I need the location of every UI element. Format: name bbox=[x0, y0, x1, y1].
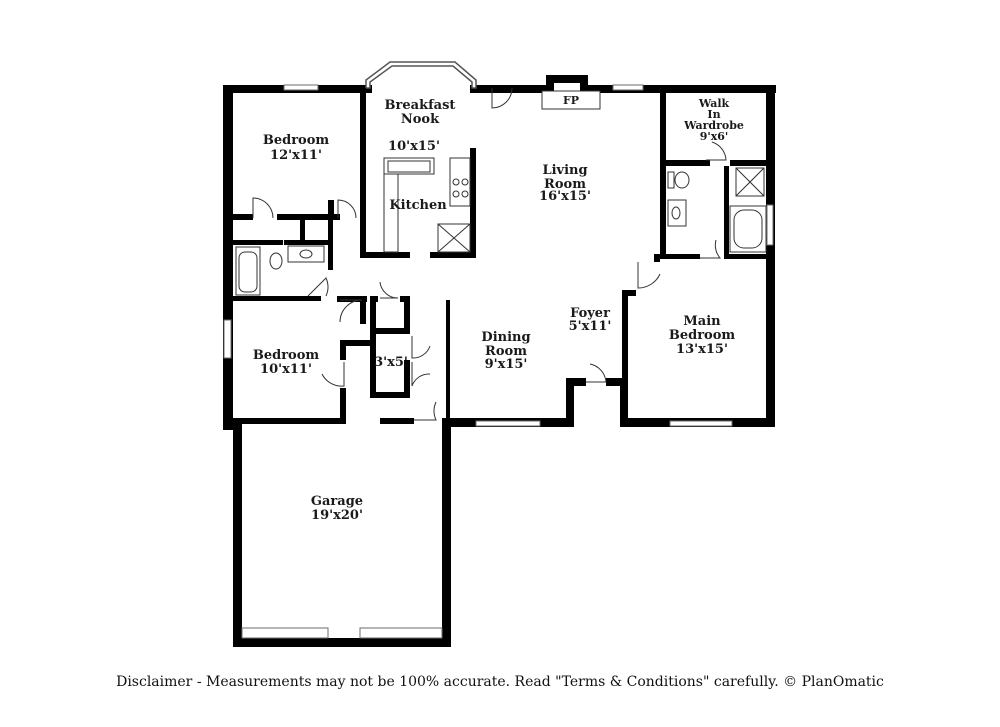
bedroom-lower-name: Bedroom bbox=[253, 348, 320, 363]
interior-walls bbox=[223, 61, 770, 424]
dining-room-name-2: Room bbox=[485, 344, 527, 359]
dining-room-name-1: Dining bbox=[481, 330, 530, 345]
bedroom-top-size: 12'x11' bbox=[270, 148, 322, 163]
main-bedroom-size: 13'x15' bbox=[676, 342, 728, 357]
foyer-size: 5'x11' bbox=[569, 319, 612, 334]
fireplace bbox=[541, 90, 601, 110]
garage-name: Garage bbox=[311, 494, 363, 509]
wardrobe-line-2: In bbox=[707, 108, 720, 121]
main-bedroom-name-2: Bedroom bbox=[669, 328, 736, 343]
room-labels: Bedroom 12'x11' Breakfast Nook 10'x15' K… bbox=[253, 94, 744, 523]
main-bedroom-name-1: Main bbox=[683, 314, 721, 329]
kitchen-size: 10'x15' bbox=[388, 139, 440, 154]
living-room-name-2: Room bbox=[544, 177, 586, 192]
wardrobe-size: 9'x6' bbox=[700, 130, 729, 143]
garage-size: 19'x20' bbox=[311, 508, 363, 523]
wardrobe-line-1: Walk bbox=[698, 97, 730, 110]
disclaimer-text: Disclaimer - Measurements may not be 100… bbox=[116, 674, 884, 690]
fireplace-label: FP bbox=[563, 94, 579, 107]
breakfast-nook-name-1: Breakfast bbox=[385, 98, 456, 113]
foyer-name: Foyer bbox=[570, 306, 610, 321]
fixtures bbox=[235, 157, 767, 296]
bedroom-top-name: Bedroom bbox=[263, 133, 330, 148]
dining-room-size: 9'x15' bbox=[485, 357, 528, 372]
breakfast-nook-name-2: Nook bbox=[401, 112, 440, 127]
living-room-name-1: Living bbox=[542, 163, 587, 178]
windows bbox=[223, 84, 774, 639]
closet-size: 3'x5' bbox=[374, 355, 408, 370]
living-room-size: 16'x15' bbox=[539, 189, 591, 204]
bedroom-lower-size: 10'x11' bbox=[260, 362, 312, 377]
kitchen-name: Kitchen bbox=[389, 198, 447, 213]
door-swings bbox=[252, 87, 727, 421]
wardrobe-line-3: Wardrobe bbox=[683, 119, 744, 132]
